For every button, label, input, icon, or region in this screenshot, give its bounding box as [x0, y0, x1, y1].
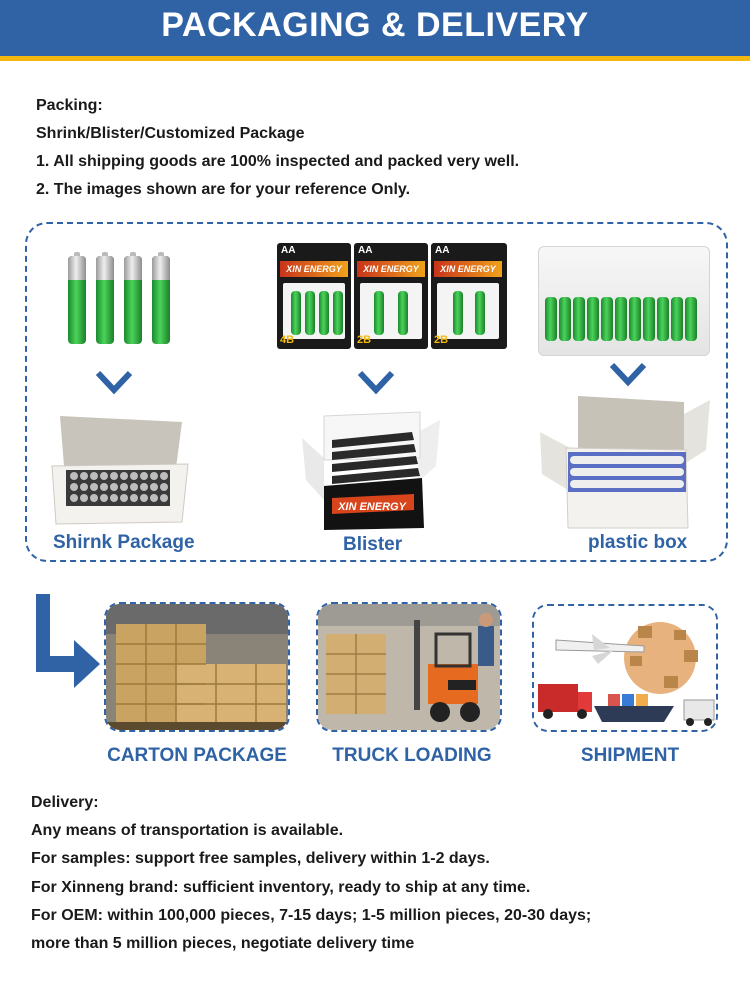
packing-line: 2. The images shown are for your referen…: [36, 181, 411, 198]
plastic-box-carton-image: [540, 396, 710, 529]
blister-card-image: AA XIN ENERGY 2B: [431, 243, 507, 349]
truck-loading-label: TRUCK LOADING: [332, 745, 492, 766]
header-stripe: [0, 56, 750, 61]
shipment-image: [532, 604, 718, 732]
delivery-line: For OEM: within 100,000 pieces, 7-15 day…: [31, 906, 592, 924]
plastic-case-image: [538, 246, 710, 356]
truck-loading-image: [316, 602, 502, 732]
arrow-down-right-icon: [36, 594, 100, 688]
blister-display-box-image: XIN ENERGY: [302, 411, 440, 530]
delivery-line: Any means of transportation is available…: [31, 822, 344, 840]
delivery-heading: Delivery:: [31, 794, 99, 811]
delivery-line: more than 5 million pieces, negotiate de…: [31, 935, 415, 953]
plastic-box-label: plastic box: [588, 532, 688, 553]
loose-batteries-image: [66, 250, 176, 348]
page-title: PACKAGING & DELIVERY: [161, 6, 589, 44]
packing-line: 1. All shipping goods are 100% inspected…: [36, 153, 520, 170]
delivery-info: Delivery: Any means of transportation is…: [31, 789, 731, 958]
blister-card-image: AA XIN ENERGY 2B: [354, 243, 428, 349]
carton-package-image: [104, 602, 290, 732]
carton-package-label: CARTON PACKAGE: [107, 745, 287, 766]
delivery-line: For Xinneng brand: sufficient inventory,…: [31, 878, 531, 896]
packing-info: Packing: Shrink/Blister/Customized Packa…: [36, 92, 726, 204]
packing-heading: Packing:: [36, 97, 103, 114]
delivery-line: For samples: support free samples, deliv…: [31, 850, 490, 868]
blister-card-image: AA XIN ENERGY 4B: [277, 243, 351, 349]
chevron-down-icon: [95, 370, 133, 395]
packing-line: Shrink/Blister/Customized Package: [36, 125, 305, 142]
shrink-package-label: Shirnk Package: [53, 532, 195, 553]
chevron-down-icon: [357, 370, 395, 395]
header-banner: [0, 0, 750, 56]
chevron-down-icon: [609, 362, 647, 387]
svg-text:XIN ENERGY: XIN ENERGY: [337, 501, 408, 513]
shrink-package-image: [51, 416, 189, 525]
package-types-panel: [25, 222, 728, 562]
shipment-label: SHIPMENT: [580, 745, 680, 766]
blister-label: Blister: [343, 534, 403, 555]
